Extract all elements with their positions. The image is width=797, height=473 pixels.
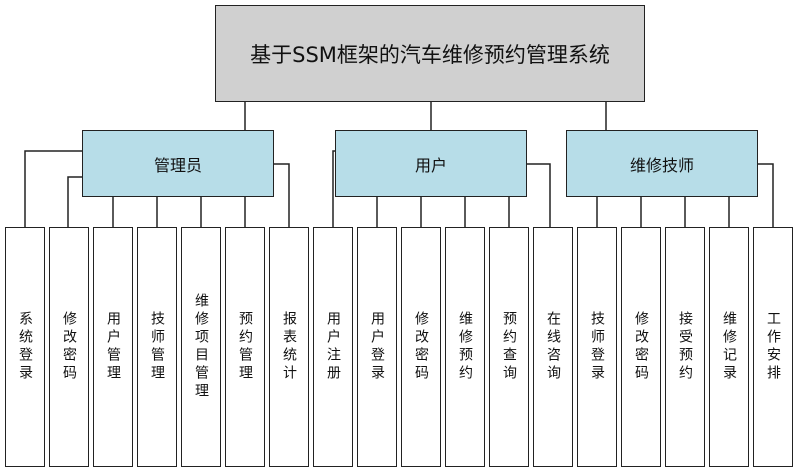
group-node-admin: 管理员 <box>82 130 274 197</box>
leaf-label: 修改密码 <box>413 311 429 383</box>
group-label-admin: 管理员 <box>153 155 202 175</box>
leaf-label: 技师管理 <box>149 311 165 383</box>
leaf-node: 预约管理 <box>225 227 265 467</box>
leaf-label: 预约查询 <box>501 311 517 383</box>
leaf-node: 维修预约 <box>445 227 485 467</box>
leaf-node: 预约查询 <box>489 227 529 467</box>
leaf-node: 用户管理 <box>93 227 133 467</box>
leaf-node: 用户登录 <box>357 227 397 467</box>
root-title: 基于SSM框架的汽车维修预约管理系统 <box>250 42 610 67</box>
leaf-label: 用户注册 <box>325 311 341 383</box>
connector-user-leaf <box>527 163 551 227</box>
leaf-label: 工作安排 <box>765 311 781 383</box>
leaf-label: 用户管理 <box>105 311 121 383</box>
leaf-label: 报表统计 <box>281 311 297 383</box>
leaf-node: 用户注册 <box>313 227 353 467</box>
leaf-node: 接受预约 <box>665 227 705 467</box>
leaf-node: 维修项目管理 <box>181 227 221 467</box>
leaf-label: 修改密码 <box>61 311 77 383</box>
leaf-node: 维修记录 <box>709 227 749 467</box>
leaf-node: 修改密码 <box>401 227 441 467</box>
leaf-node: 修改密码 <box>621 227 661 467</box>
group-label-user: 用户 <box>414 155 447 175</box>
leaf-label: 接受预约 <box>677 311 693 383</box>
leaf-label: 修改密码 <box>633 311 649 383</box>
leaf-label: 维修预约 <box>457 311 473 383</box>
connector-technician-leaf <box>758 163 774 227</box>
leaf-label: 预约管理 <box>237 311 253 383</box>
leaf-label: 维修项目管理 <box>193 293 209 401</box>
leaf-node: 报表统计 <box>269 227 309 467</box>
leaf-node: 修改密码 <box>49 227 89 467</box>
group-node-user: 用户 <box>335 130 527 197</box>
leaf-node: 系统登录 <box>5 227 45 467</box>
leaf-node: 工作安排 <box>753 227 793 467</box>
leaf-node: 技师管理 <box>137 227 177 467</box>
connector-admin-leaf <box>24 150 82 227</box>
connector-admin-leaf <box>274 163 290 227</box>
leaf-node: 技师登录 <box>577 227 617 467</box>
root-node: 基于SSM框架的汽车维修预约管理系统 <box>215 5 645 102</box>
connector-user-leaf <box>332 150 335 227</box>
group-label-technician: 维修技师 <box>629 155 694 175</box>
leaf-label: 技师登录 <box>589 311 605 383</box>
leaf-label: 用户登录 <box>369 311 385 383</box>
leaf-node: 在线咨询 <box>533 227 573 467</box>
leaf-label: 系统登录 <box>17 311 33 383</box>
group-node-technician: 维修技师 <box>566 130 758 197</box>
connector-admin-leaf <box>67 176 82 227</box>
leaf-label: 维修记录 <box>721 311 737 383</box>
leaf-label: 在线咨询 <box>545 311 561 383</box>
